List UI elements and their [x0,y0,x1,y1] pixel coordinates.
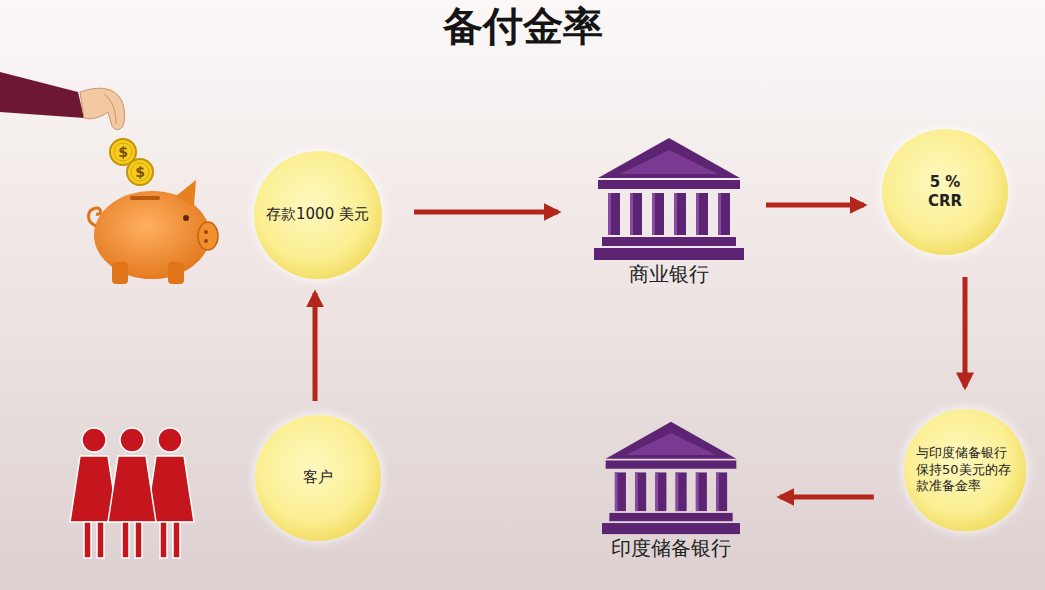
circle-outline [255,415,381,541]
bank-icon [595,420,747,535]
piggy-bank-illustration [89,180,219,284]
coin-symbol: $ [130,163,150,181]
bank-node: 商业银行 [588,136,750,287]
bank-label: 商业银行 [588,261,750,287]
circle-outline [904,409,1026,531]
node-text-group: 存款1000 美元 [266,205,370,225]
circle-node: 存款1000 美元 [252,149,384,281]
bank-node: 印度储备银行 [590,420,752,561]
circle-node: 与印度储备银行 保持50美元的存 款准备金率 [902,407,1028,533]
flow-arrow [766,203,864,208]
circle-outline [254,151,382,279]
bank-icon [593,136,745,261]
flow-arrow [313,293,318,401]
flow-arrow [414,210,558,215]
node-text: 存款1000 美元 [266,205,370,225]
node-text-group: 5 % CRR [924,173,966,212]
coin-symbol: $ [113,143,133,161]
node-text-group: 客户 [288,468,348,488]
people-illustration [70,428,194,558]
circle-node: 5 % CRR [880,127,1010,257]
bank-label: 印度储备银行 [590,535,752,561]
node-text: 客户 [288,468,348,488]
circle-outline [882,129,1008,255]
coin-illustration [110,139,153,185]
flow-arrow [780,495,874,500]
node-text: 5 % CRR [924,173,966,212]
circle-node: 客户 [253,413,383,543]
hand-illustration [0,72,125,129]
diagram-title: 备付金率 [0,2,1045,50]
node-text-group: 与印度储备银行 保持50美元的存 款准备金率 [916,445,1014,496]
node-text: 与印度储备银行 保持50美元的存 款准备金率 [916,445,1014,496]
flow-arrow [963,277,968,387]
